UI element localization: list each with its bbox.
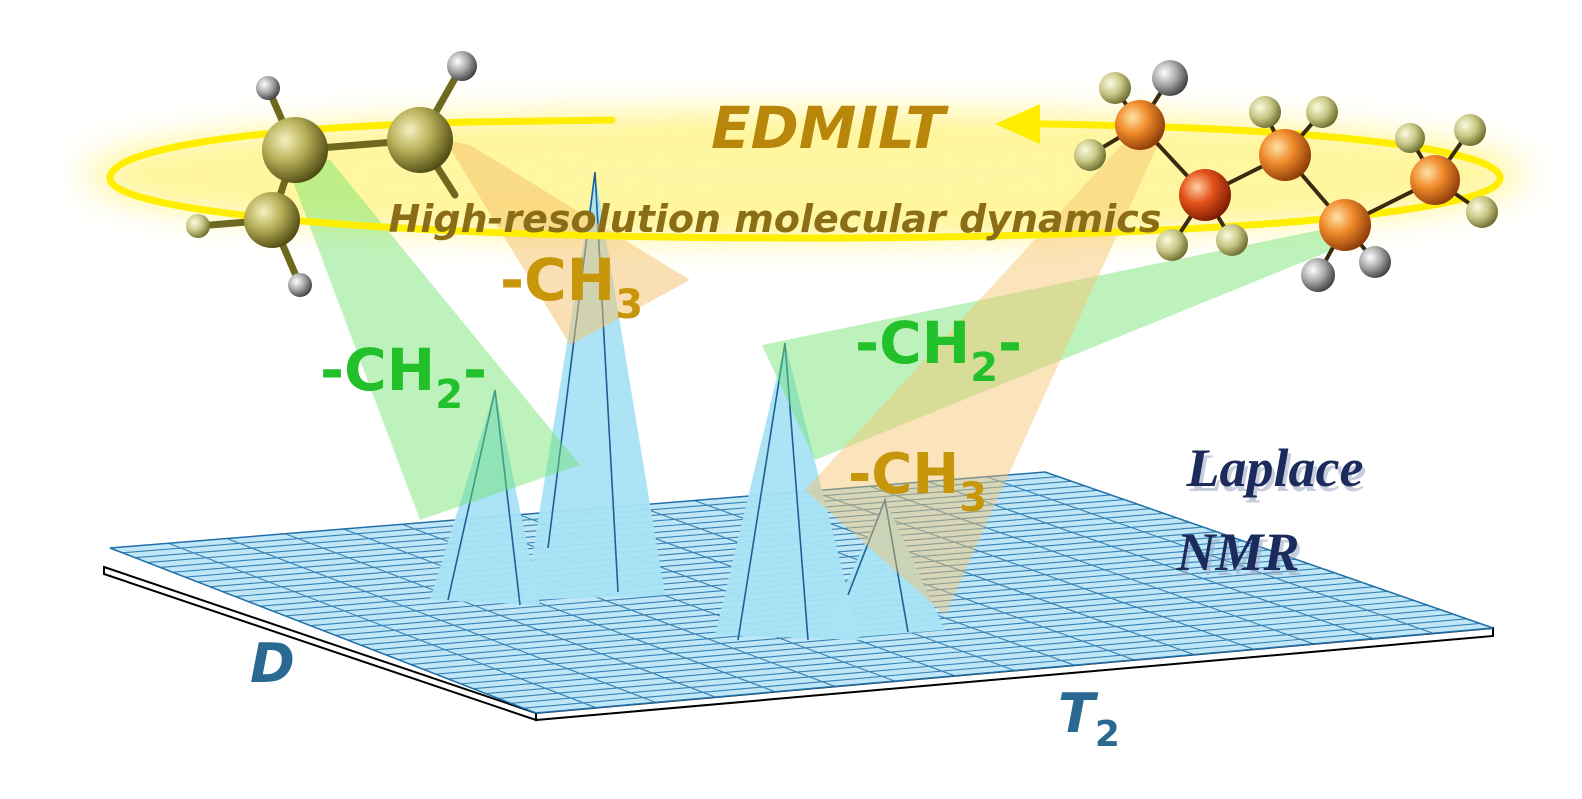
cone-ch3-left xyxy=(445,140,690,345)
axis-label-t2: T2 xyxy=(1058,682,1120,755)
method-label-line2: NMR xyxy=(1175,522,1299,582)
method-label-line1: Laplace xyxy=(1186,438,1364,498)
grid-line-t2 xyxy=(460,518,896,682)
grid-line-t2 xyxy=(986,476,1434,634)
method-label-shadow-2: NMR xyxy=(1178,527,1302,587)
peak-ch3-left xyxy=(525,172,665,600)
cone-ch2-left xyxy=(285,160,580,520)
label-ch3-right: -CH3 xyxy=(848,442,987,521)
label-ch2-left: -CH2- xyxy=(320,336,487,418)
grid-line-t2 xyxy=(927,480,1374,640)
right-molecule-atoms xyxy=(1074,60,1498,292)
cone-ch3-right xyxy=(805,125,1160,615)
peak-ch2-left xyxy=(430,390,540,605)
method-label-shadow-1: Laplace xyxy=(1189,443,1367,503)
nmr-peaks xyxy=(430,171,945,641)
peak-ch2-right xyxy=(715,343,860,640)
axis-label-d: D xyxy=(250,632,295,695)
label-ch3-left: -CH3 xyxy=(500,246,643,328)
grid-line-t2 xyxy=(285,533,716,698)
label-ch2-right: -CH2- xyxy=(855,309,1022,391)
left-molecule-atoms xyxy=(186,51,477,297)
method-label: Laplace Laplace NMR NMR xyxy=(1175,438,1366,587)
orbit-ring xyxy=(106,104,1504,242)
subtitle: High-resolution molecular dynamics xyxy=(389,197,1162,241)
title: EDMILT xyxy=(711,94,949,162)
grid-line-t2 xyxy=(226,537,656,703)
grid-line-t2 xyxy=(343,528,776,693)
projection-cones xyxy=(285,125,1345,615)
grid-line-t2 xyxy=(168,542,597,709)
cone-ch2-right xyxy=(762,230,1345,460)
peak-ch3-right xyxy=(820,500,945,640)
grid-line-t2 xyxy=(869,485,1314,645)
orbit-arrow-head xyxy=(995,104,1040,144)
